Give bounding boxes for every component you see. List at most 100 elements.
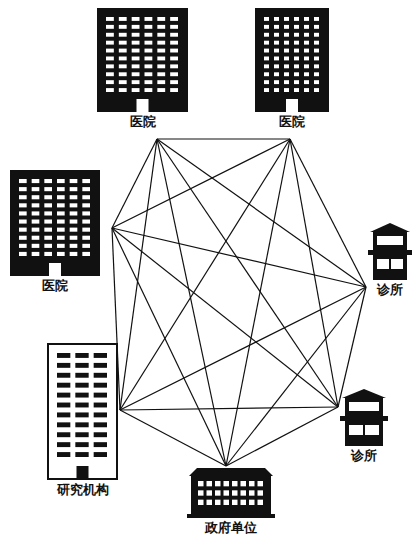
window [304,17,309,21]
window [57,244,65,248]
window [232,481,238,486]
window [44,244,52,248]
door [77,466,89,479]
window [145,57,153,61]
window [314,88,319,92]
window [119,57,127,61]
window [44,228,52,232]
window [284,57,289,61]
window [274,41,279,45]
window [294,49,299,53]
connection-line [157,139,366,287]
window [224,500,230,505]
window [145,88,153,92]
window [157,64,165,68]
window [32,195,40,199]
roof [342,389,386,398]
window [94,373,107,378]
window [70,244,78,248]
window [94,393,107,398]
window [57,383,70,388]
window [264,25,269,29]
window [249,500,255,505]
window [57,452,70,457]
window [19,236,27,240]
window [294,17,299,21]
window-bar [363,425,365,435]
window [264,41,269,45]
window [258,481,264,486]
window [57,442,70,447]
window [132,57,140,61]
window [32,228,40,232]
window [75,393,88,398]
door [286,99,298,112]
window [82,228,90,232]
window [170,41,178,45]
window [284,72,289,76]
window [274,64,279,68]
window [145,80,153,84]
window [215,490,221,495]
building-icon [366,222,414,280]
window [57,422,70,427]
building-body [345,398,383,416]
building-node: 政府单位 [185,466,277,535]
window [170,33,178,37]
door [49,263,61,276]
window [119,49,127,53]
window [70,187,78,191]
window [70,179,78,183]
window [145,41,153,45]
window [157,49,165,53]
window [75,422,88,427]
base [187,514,275,518]
window [304,64,309,68]
window [57,220,65,224]
window [274,33,279,37]
window [44,203,52,207]
connection-line [290,139,338,407]
window [264,72,269,76]
window [106,25,114,29]
window [284,25,289,29]
window [57,353,70,358]
window [132,64,140,68]
building-icon [8,170,102,276]
window [94,442,107,447]
connection-line [120,139,290,410]
door [137,99,149,112]
window [82,236,90,240]
window [274,57,279,61]
window [106,80,114,84]
window [44,195,52,199]
building-body [373,255,407,280]
window [377,236,403,245]
window [57,211,65,215]
window [82,179,90,183]
window [349,402,379,411]
connection-line [112,228,226,466]
window [349,425,379,435]
window [284,17,289,21]
window [44,187,52,191]
window [157,72,165,76]
window [119,41,127,45]
window [75,403,88,408]
window [304,80,309,84]
window [145,17,153,21]
roof [370,223,410,232]
window [207,481,213,486]
window [224,481,230,486]
window [284,80,289,84]
window [82,220,90,224]
window [157,25,165,29]
window [274,25,279,29]
building-icon [338,388,390,446]
window [119,64,127,68]
window [264,57,269,61]
window [274,49,279,53]
window [294,25,299,29]
window [106,33,114,37]
window [198,481,204,486]
